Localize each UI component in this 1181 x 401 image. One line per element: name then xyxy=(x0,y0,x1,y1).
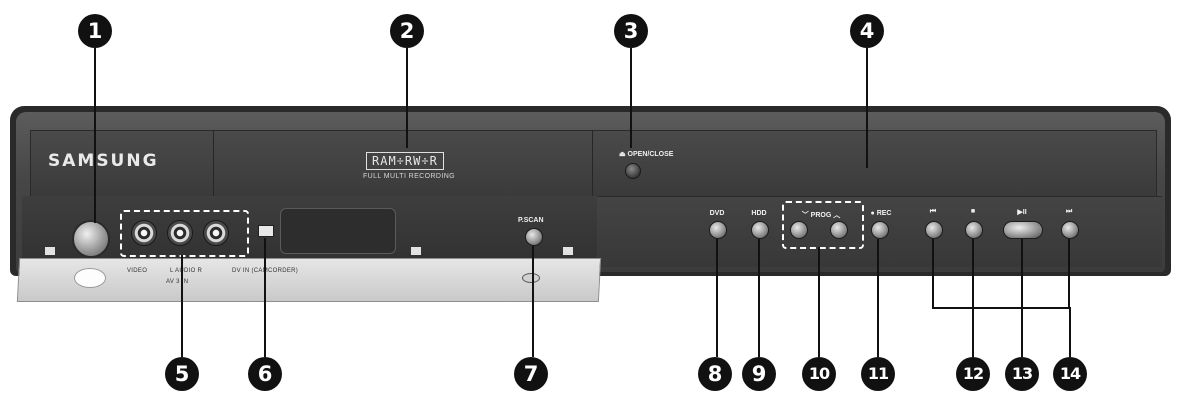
callout-1: 1 xyxy=(78,14,112,48)
prog-label: ﹀ PROG ︿ xyxy=(801,212,841,219)
leader-line xyxy=(264,238,266,357)
disc-format-logo: RAM÷RW÷R xyxy=(366,152,444,170)
top-panel-strip xyxy=(30,130,1157,198)
callout-4: 4 xyxy=(850,14,884,48)
rec-button[interactable] xyxy=(871,221,889,239)
video-label: VIDEO xyxy=(127,268,148,274)
leader-line xyxy=(932,307,1070,309)
power-indicator xyxy=(74,268,106,288)
pscan-label: P.SCAN xyxy=(518,217,544,224)
callout-2: 2 xyxy=(390,14,424,48)
skip-back-label: ⏮ xyxy=(929,208,937,215)
callout-3: 3 xyxy=(614,14,648,48)
stop-label: ■ xyxy=(970,208,976,215)
skip-forward-button[interactable] xyxy=(1061,221,1079,239)
open-close-label: ⏏ OPEN/CLOSE xyxy=(619,151,674,158)
callout-10: 10 xyxy=(802,357,836,391)
leader-line xyxy=(932,239,934,309)
callout-6: 6 xyxy=(248,357,282,391)
callout-8: 8 xyxy=(698,357,732,391)
dv-input-port[interactable] xyxy=(258,225,274,237)
leader-line xyxy=(1021,307,1023,357)
callout-13: 13 xyxy=(1005,357,1039,391)
skip-back-button[interactable] xyxy=(925,221,943,239)
play-pause-button[interactable] xyxy=(1003,221,1043,239)
leader-line xyxy=(1021,239,1023,309)
leader-line xyxy=(716,239,718,357)
prog-up-button[interactable] xyxy=(830,221,848,239)
dvd-label: DVD xyxy=(709,210,725,217)
video-jack[interactable] xyxy=(131,220,157,246)
leader-line xyxy=(866,48,868,168)
display-window xyxy=(280,208,396,254)
panel-divider xyxy=(592,130,593,196)
leader-line xyxy=(406,48,408,148)
leader-line xyxy=(758,239,760,357)
leader-line xyxy=(972,239,974,309)
hdd-label: HDD xyxy=(751,210,767,217)
prog-highlight xyxy=(782,201,864,249)
callout-5: 5 xyxy=(165,357,199,391)
leader-line xyxy=(877,239,879,357)
brand-logo: SAMSUNG xyxy=(48,151,159,171)
hdd-button[interactable] xyxy=(751,221,769,239)
av-input-highlight xyxy=(120,210,249,257)
rec-label: ● REC xyxy=(870,210,892,217)
leader-line xyxy=(630,48,632,148)
leader-line xyxy=(94,48,96,223)
flap-hole xyxy=(522,273,540,283)
power-button[interactable] xyxy=(72,220,110,258)
callout-11: 11 xyxy=(861,357,895,391)
leader-line xyxy=(532,246,534,357)
leader-line xyxy=(181,255,183,357)
callout-12: 12 xyxy=(956,357,990,391)
audio-left-jack[interactable] xyxy=(167,220,193,246)
leader-line xyxy=(818,247,820,357)
panel-divider xyxy=(213,130,214,196)
leader-line xyxy=(972,307,974,357)
skip-forward-label: ⏭ xyxy=(1065,208,1073,215)
bracket xyxy=(410,246,422,256)
disc-format-subtitle: FULL MULTI RECORDING xyxy=(363,173,456,180)
bracket xyxy=(562,246,574,256)
stop-button[interactable] xyxy=(965,221,983,239)
av-in-label: AV 3 IN xyxy=(166,279,189,285)
audio-label: L AUDIO R xyxy=(170,268,203,274)
bracket xyxy=(44,246,56,256)
play-pause-label: ▶II xyxy=(1017,209,1027,216)
prog-down-button[interactable] xyxy=(790,221,808,239)
leader-line xyxy=(1069,307,1071,357)
callout-14: 14 xyxy=(1053,357,1087,391)
callout-9: 9 xyxy=(742,357,776,391)
pscan-button[interactable] xyxy=(525,228,543,246)
dvd-button[interactable] xyxy=(709,221,727,239)
audio-right-jack[interactable] xyxy=(203,220,229,246)
leader-line xyxy=(1068,239,1070,309)
callout-7: 7 xyxy=(514,357,548,391)
open-close-button[interactable] xyxy=(625,163,641,179)
